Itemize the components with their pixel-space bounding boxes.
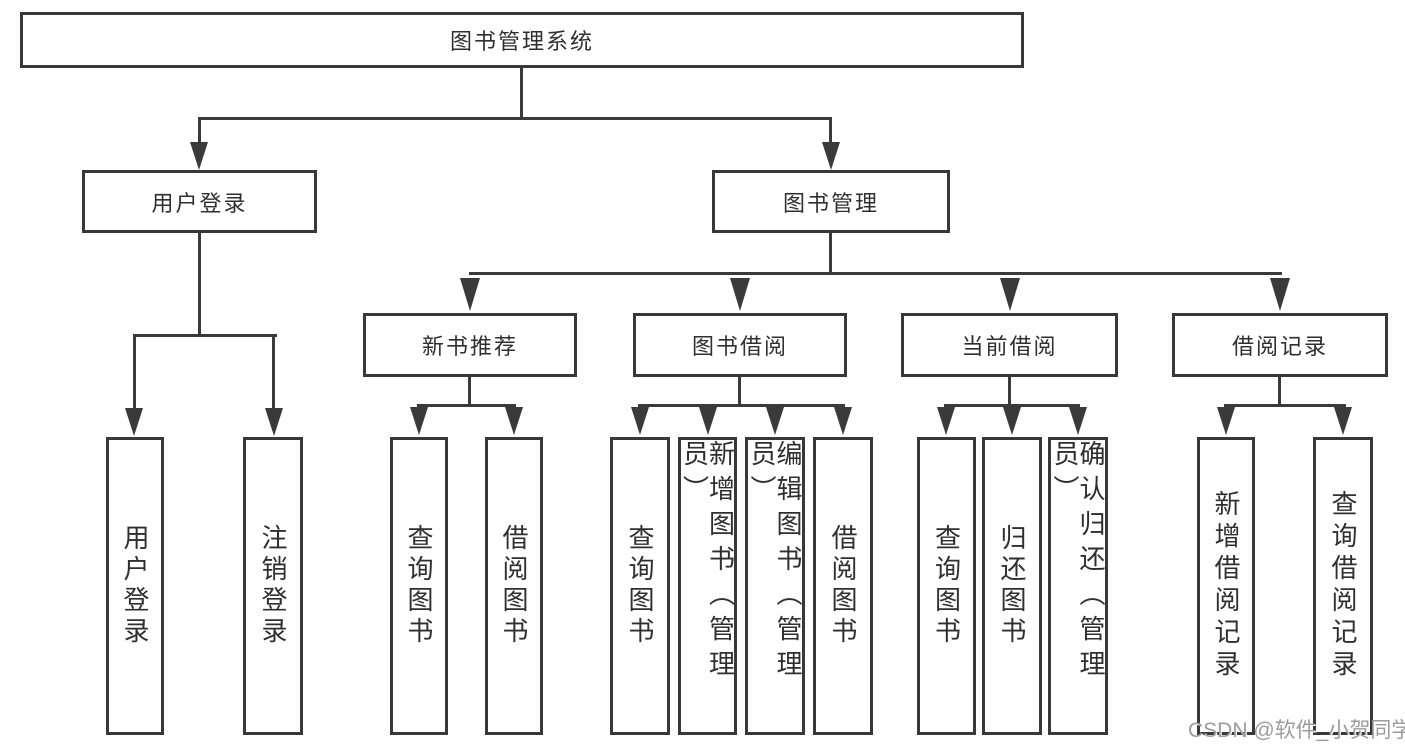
- node-label: 查询图书: [625, 524, 655, 648]
- node-label: 归还图书: [997, 524, 1027, 648]
- leaf-return-books: 归还图书: [982, 437, 1042, 735]
- connector-line: [468, 377, 471, 407]
- arrow-down-icon: [1334, 407, 1352, 435]
- node-label: 图书管理: [782, 190, 879, 216]
- leaf-borrow-books-recommend: 借阅图书: [485, 437, 543, 735]
- node-label: 图书借阅: [691, 334, 788, 359]
- connector-line: [198, 117, 201, 144]
- node-label: 新增图书（管理员）: [679, 440, 736, 685]
- leaf-query-books-recommend: 查询图书: [390, 437, 448, 735]
- node-label: 借阅图书: [828, 524, 858, 648]
- node-label: 当前借阅: [961, 334, 1058, 359]
- arrow-down-icon: [937, 407, 955, 435]
- connector-line: [944, 404, 1080, 407]
- leaf-query-books-borrowing: 查询图书: [610, 437, 670, 735]
- arrow-down-icon: [631, 407, 649, 435]
- connector-line: [520, 68, 523, 119]
- arrow-down-icon: [125, 408, 143, 436]
- connector-line: [829, 117, 832, 144]
- leaf-edit-books-admin: 编辑图书（管理员）: [745, 437, 805, 735]
- node-label: 图书管理系统: [449, 29, 594, 54]
- leaf-user-login: 用户登录: [106, 437, 164, 735]
- connector-line: [1278, 377, 1281, 407]
- connector-line: [738, 377, 741, 407]
- node-label: 借阅记录: [1231, 334, 1328, 359]
- arrow-down-icon: [822, 142, 840, 170]
- node-borrowing-records: 借阅记录: [1172, 313, 1388, 377]
- node-label: 编辑图书（管理员）: [747, 440, 803, 685]
- node-label: 查询借阅记录: [1328, 490, 1358, 682]
- node-label: 查询图书: [931, 524, 962, 648]
- leaf-query-borrow-record: 查询借阅记录: [1313, 437, 1373, 735]
- arrow-down-icon: [1217, 407, 1235, 435]
- node-label: 新增借阅记录: [1211, 490, 1241, 682]
- node-label: 用户登录: [151, 190, 248, 216]
- connector-line: [638, 404, 845, 407]
- arrow-down-icon: [265, 408, 283, 436]
- connector-line: [469, 272, 1282, 275]
- arrow-down-icon: [505, 407, 523, 435]
- node-library-management-system: 图书管理系统: [20, 12, 1024, 68]
- node-book-borrowing: 图书借阅: [633, 313, 847, 377]
- csdn-watermark: CSDN @软件_小贺同学: [1188, 719, 1405, 742]
- connector-line: [1224, 404, 1346, 407]
- arrow-down-icon: [460, 278, 480, 311]
- node-label: 确认归还（管理员）: [1050, 440, 1106, 685]
- leaf-confirm-return-admin: 确认归还（管理员）: [1048, 437, 1108, 735]
- connector-line: [829, 233, 832, 275]
- arrow-down-icon: [1270, 278, 1290, 311]
- connector-line: [198, 117, 832, 120]
- node-user-login: 用户登录: [82, 170, 317, 233]
- arrow-down-icon: [699, 407, 717, 435]
- connector-line: [133, 334, 136, 410]
- leaf-add-borrow-record: 新增借阅记录: [1197, 437, 1255, 735]
- arrow-down-icon: [1000, 278, 1020, 311]
- node-label: 注销登录: [258, 524, 288, 648]
- leaf-borrow-books: 借阅图书: [813, 437, 873, 735]
- node-current-borrowing: 当前借阅: [901, 313, 1118, 377]
- node-book-management: 图书管理: [712, 170, 950, 233]
- arrow-down-icon: [730, 278, 750, 311]
- node-label: 查询图书: [404, 524, 434, 648]
- arrow-down-icon: [766, 407, 784, 435]
- connector-line: [133, 334, 277, 337]
- connector-line: [417, 404, 516, 407]
- arrow-down-icon: [410, 407, 428, 435]
- node-label: 用户登录: [120, 524, 150, 648]
- node-new-book-recommend: 新书推荐: [363, 313, 577, 377]
- connector-line: [272, 334, 275, 410]
- connector-line: [198, 233, 201, 337]
- leaf-query-books-current: 查询图书: [917, 437, 976, 735]
- connector-line: [1008, 377, 1011, 407]
- arrow-down-icon: [1069, 407, 1087, 435]
- arrow-down-icon: [1003, 407, 1021, 435]
- node-label: 借阅图书: [499, 524, 529, 648]
- arrow-down-icon: [190, 142, 208, 170]
- node-label: 新书推荐: [421, 334, 518, 359]
- leaf-logout: 注销登录: [243, 437, 303, 735]
- arrow-down-icon: [834, 407, 852, 435]
- leaf-add-books-admin: 新增图书（管理员）: [678, 437, 737, 735]
